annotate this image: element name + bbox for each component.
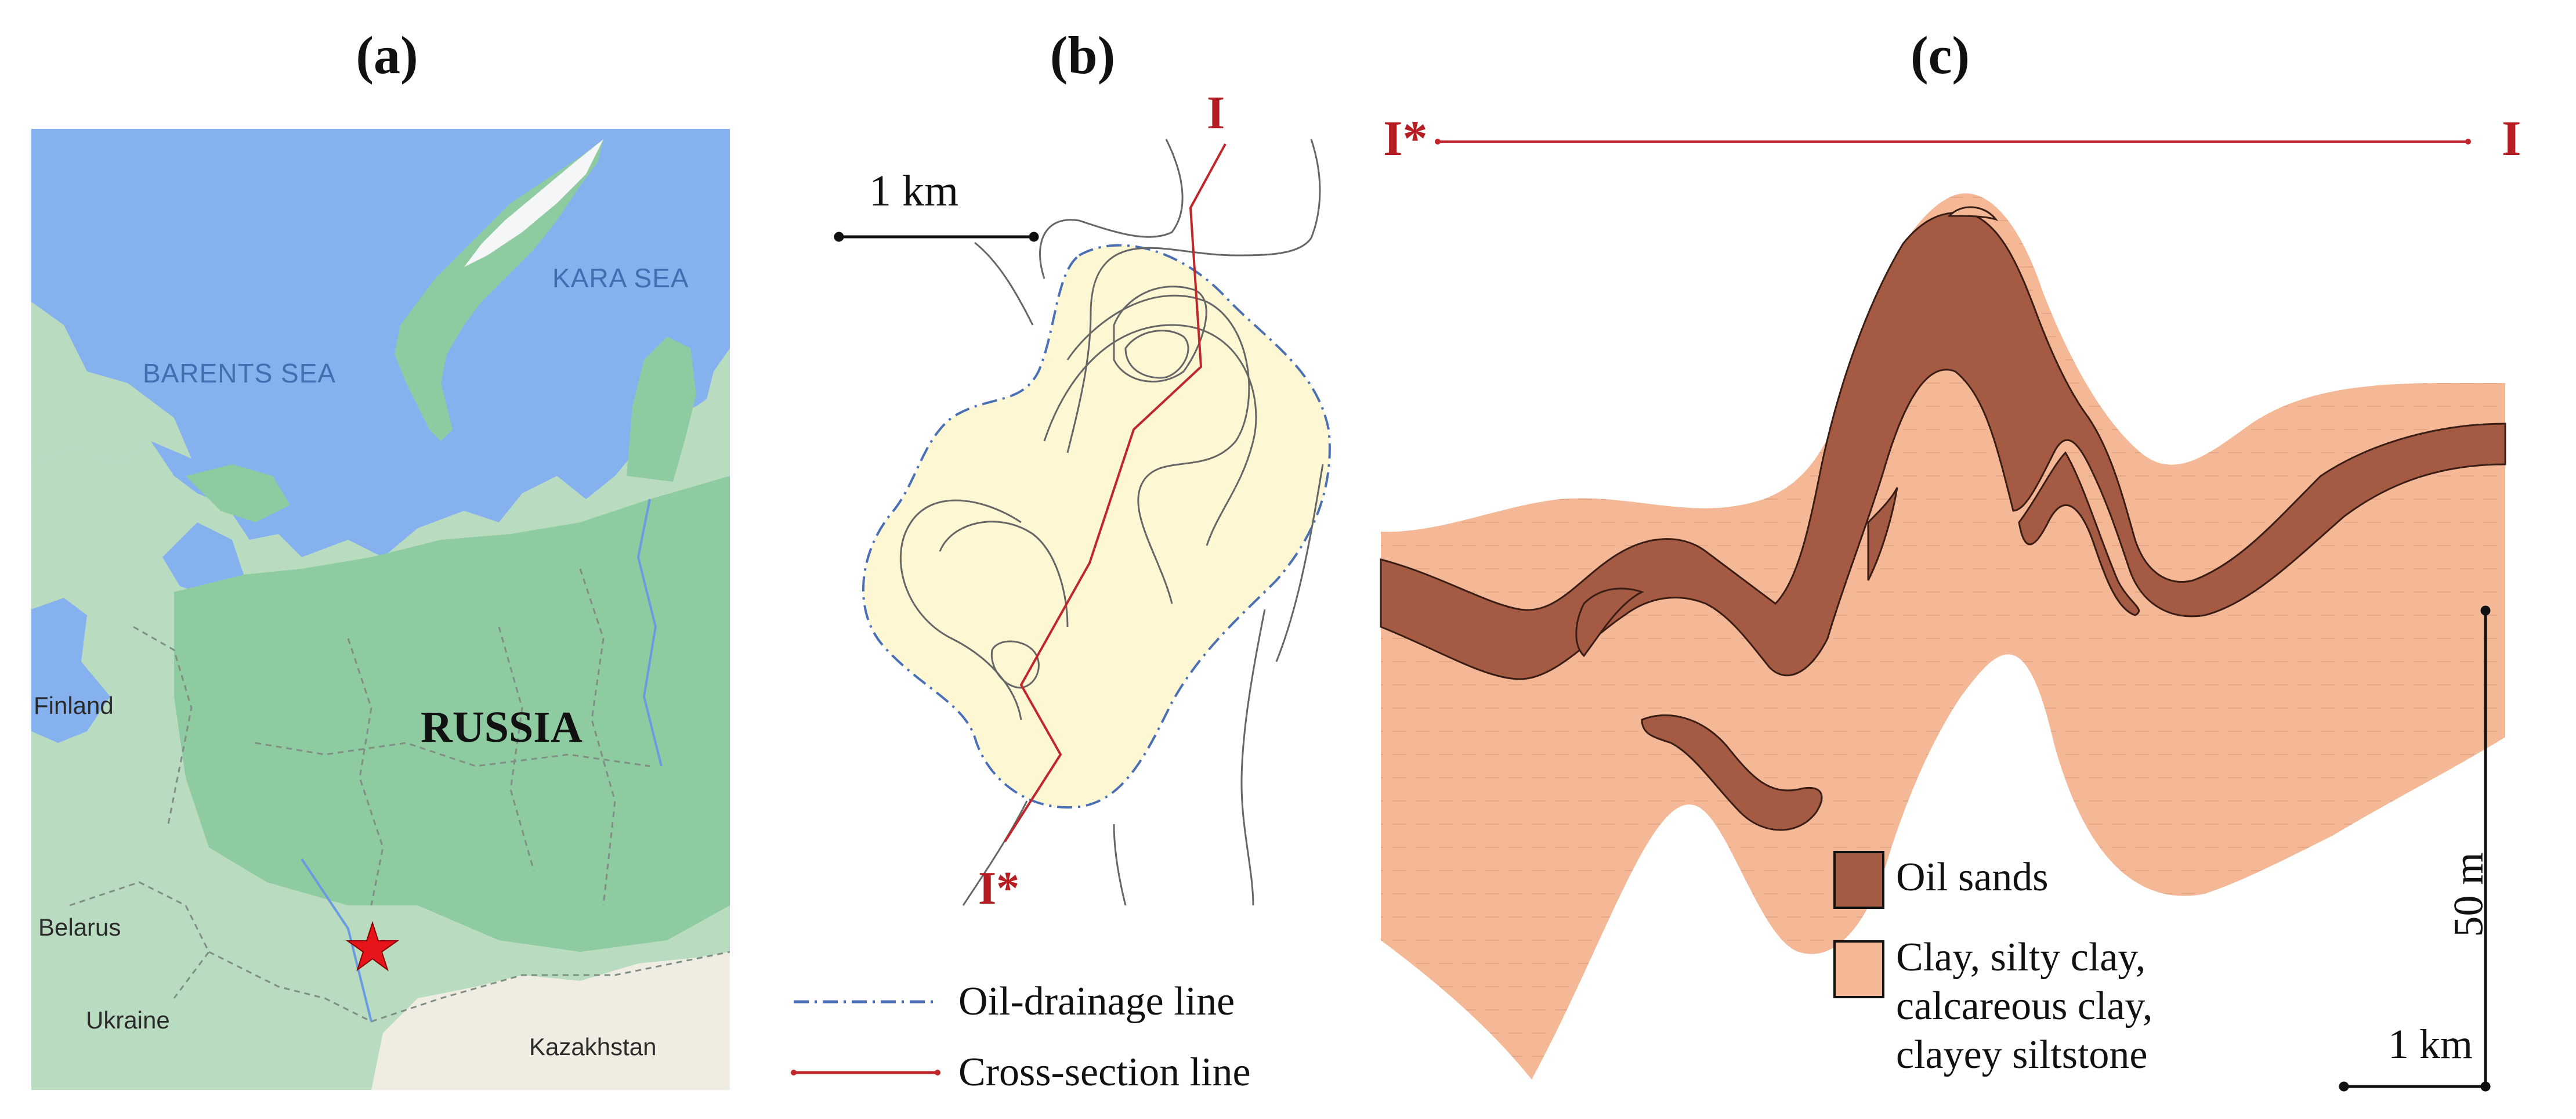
scale-label-50m: 50 m <box>2445 852 2492 937</box>
map-label-finland: Finland <box>34 692 114 719</box>
legend-clay-line-2: calcareous clay, <box>1896 984 2153 1028</box>
contour-lines <box>899 139 1324 906</box>
legend-cross-section-label: Cross-section line <box>958 1050 1251 1095</box>
map-label-barents-sea: BARENTS SEA <box>143 358 337 388</box>
scale-bar-1km <box>834 232 1039 242</box>
scale-bar-1km-section <box>2339 1081 2485 1092</box>
map-label-kara-sea: KARA SEA <box>552 263 689 293</box>
cross-section-line <box>1004 143 1227 843</box>
oil-sands-main <box>1380 212 2506 680</box>
legend-clay-line-1: Clay, silty clay, <box>1896 935 2146 980</box>
scale-label-1km-section: 1 km <box>2388 1021 2473 1067</box>
scale-label-1km: 1 km <box>869 167 959 215</box>
map-label-ukraine: Ukraine <box>86 1006 170 1034</box>
cross-section <box>1380 139 2506 1092</box>
panel-b: (b) <box>743 0 1369 1119</box>
map-forest <box>174 476 730 952</box>
legend-swatch-clay <box>1833 940 1884 998</box>
panel-a-label: (a) <box>356 26 418 85</box>
map-label-russia: RUSSIA <box>421 703 583 752</box>
panel-c-label: (c) <box>1910 26 1970 85</box>
oil-drainage-area <box>862 244 1331 809</box>
map-label-kazakhstan: Kazakhstan <box>529 1033 657 1060</box>
section-label-i: I <box>1207 88 1225 139</box>
oil-sands-lens-upper <box>1575 587 1644 658</box>
section-label-i-star-c: I* <box>1383 110 1428 166</box>
map-ice <box>464 139 603 267</box>
map-label-belarus: Belarus <box>38 914 121 941</box>
section-label-i-c: I <box>2502 110 2521 166</box>
oil-sands-lens-left-flank <box>1867 487 1898 581</box>
legend-clay-label: Clay, silty clay, calcareous clay, claye… <box>1896 933 2152 1080</box>
panel-b-label: (b) <box>1050 26 1116 85</box>
legend-drainage-label: Oil-drainage line <box>958 979 1235 1024</box>
plan-view <box>791 139 1331 1075</box>
star-icon <box>345 921 400 972</box>
legend-clay-line-3: clayey siltstone <box>1896 1033 2148 1077</box>
panel-a: (a) <box>0 0 743 1119</box>
legend-swatch-oil-sands <box>1833 851 1884 909</box>
panel-c: (c) <box>1369 0 2576 1119</box>
section-label-i-star: I* <box>978 863 1020 914</box>
oil-sands-lens-right <box>2018 451 2140 616</box>
location-map <box>31 129 730 1090</box>
map-novaya-zemlya <box>395 139 603 441</box>
legend-oil-sands-label: Oil sands <box>1896 855 2049 900</box>
map-steppe <box>371 952 730 1090</box>
oil-sands-lens-lower <box>1641 714 1823 831</box>
